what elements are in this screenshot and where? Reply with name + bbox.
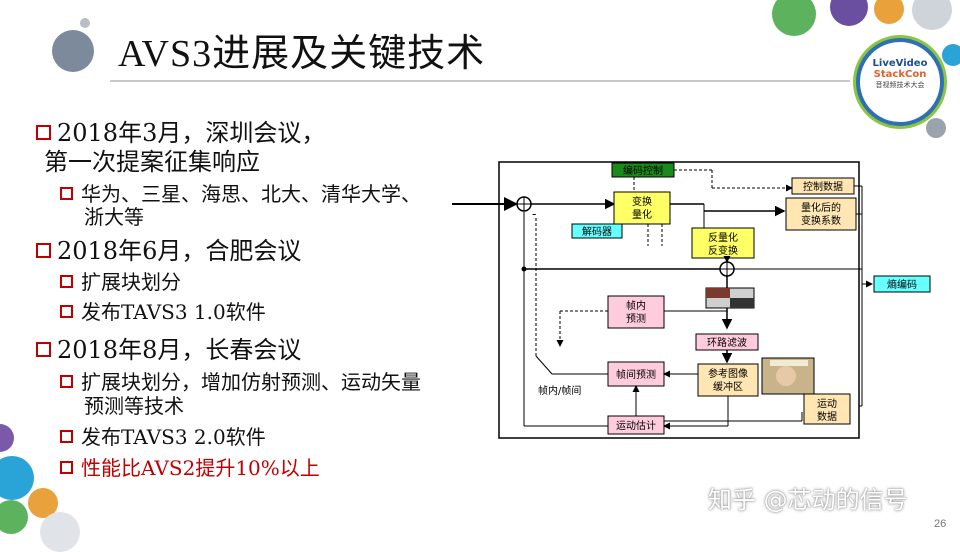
bullet-text: 扩展块划分 (81, 270, 181, 294)
bullet-text: 华为、三星、海思、北大、清华大学、 (81, 182, 421, 206)
bullet-square-icon (60, 461, 73, 474)
inverse-transform-label: 反变换 (708, 244, 738, 257)
bullet-text: 发布TAVS3 1.0软件 (81, 300, 266, 324)
decor-bubble (772, 0, 816, 36)
decoder-box (571, 223, 623, 239)
bullet-text: 2018年3月，深圳会议， (57, 119, 326, 147)
motion-data-label: 运动 (817, 398, 837, 410)
bullet-item: 2018年6月，合肥会议 (36, 231, 301, 266)
conference-logo: LiveVideo StackCon 音视频技术大会 (856, 38, 944, 126)
transform-quant-label: 变换 (632, 195, 652, 208)
reference-buffer-label: 参考图像 (708, 367, 748, 380)
bullet-square-icon (60, 375, 73, 388)
inverse-transform-box (691, 227, 755, 259)
decor-bubble (52, 30, 94, 72)
slide-title: AVS3进展及关键技术 (118, 33, 486, 75)
decor-bubble (0, 456, 34, 500)
encoder-diagram: - 编码控制 变换 量化 控制数据 量化后的 变换系数 解码器 反量化 反变换 … (452, 161, 931, 439)
intra-prediction-label: 帧内 (626, 299, 646, 312)
sub-bullet-item: 扩展块划分，增加仿射预测、运动矢量 (60, 366, 421, 395)
bullet-square-icon (60, 275, 73, 288)
summing-node-icon (516, 196, 532, 212)
logo-text: LiveVideo (872, 58, 928, 69)
sub-bullet-item: 发布TAVS3 1.0软件 (60, 296, 266, 325)
bullet-square-icon (36, 342, 51, 357)
bullet-text: 第一次提案征集响应 (44, 148, 260, 176)
bullet-text: 浙大等 (84, 205, 144, 229)
intra-prediction-label: 预测 (626, 312, 646, 325)
watermark: 知乎 @芯动的信号 (708, 486, 908, 514)
inverse-transform-label: 反量化 (708, 231, 738, 244)
control-data-label: 控制数据 (803, 180, 843, 193)
title-divider (110, 80, 850, 82)
minus-sign: - (532, 207, 536, 221)
bullet-item: 2018年3月，深圳会议， (36, 113, 325, 148)
bullet-text: 预测等技术 (84, 394, 184, 418)
loop-filter-label: 环路滤波 (707, 336, 747, 349)
quant-coeff-label: 量化后的 (801, 201, 841, 214)
bullet-item: 2018年8月，长春会议 (36, 330, 301, 365)
summing-node-icon (719, 261, 735, 277)
decor-bubble (912, 0, 952, 30)
entropy-coding-label: 熵编码 (887, 278, 917, 291)
sub-bullet-item: 发布TAVS3 2.0软件 (60, 421, 266, 450)
quant-coeff-box (785, 197, 857, 231)
inter-prediction-label: 帧间预测 (616, 368, 656, 381)
bullet-square-icon (60, 305, 73, 318)
sub-bullet-item: 性能比AVS2提升10%以上 (60, 452, 320, 481)
motion-data-label: 数据 (817, 410, 837, 423)
decor-bubble (942, 44, 960, 66)
entropy-coding-box (873, 275, 931, 293)
bullet-text: 扩展块划分，增加仿射预测、运动矢量 (81, 370, 421, 394)
bullet-square-icon (36, 125, 51, 140)
decor-bubble (0, 500, 28, 534)
page-number: 26 (934, 518, 947, 530)
decor-bubble (40, 512, 80, 552)
sub-bullet-item: 华为、三星、海思、北大、清华大学、 (60, 178, 421, 207)
decor-bubble (874, 0, 904, 24)
coding-control-label: 编码控制 (623, 164, 663, 177)
transform-quant-box (613, 191, 671, 225)
motion-data-box (803, 393, 851, 425)
bullet-square-icon (60, 430, 73, 443)
bullet-text: 2018年8月，长春会议 (57, 336, 302, 364)
logo-text: StackCon (873, 69, 927, 80)
diagram-frame (498, 161, 860, 439)
bullet-text: 性能比AVS2提升10%以上 (81, 456, 320, 480)
intra-prediction-box (607, 295, 665, 329)
bullet-text: 2018年6月，合肥会议 (57, 237, 302, 265)
reference-buffer-label: 缓冲区 (713, 380, 743, 393)
intra-inter-switch-label: 帧内/帧间 (538, 384, 581, 397)
decor-bubble (80, 18, 90, 28)
logo-text: 音视频技术大会 (875, 81, 925, 89)
motion-estimation-label: 运动估计 (616, 419, 656, 432)
bullet-square-icon (60, 187, 73, 200)
decor-bubble (830, 0, 868, 26)
sub-bullet-item: 扩展块划分 (60, 266, 181, 295)
decoder-label: 解码器 (582, 225, 612, 238)
quant-coeff-label: 变换系数 (801, 214, 841, 227)
bullet-text: 发布TAVS3 2.0软件 (81, 425, 266, 449)
bullet-square-icon (36, 243, 51, 258)
decor-bubble (0, 424, 14, 452)
decor-bubble (926, 118, 946, 138)
transform-quant-label: 量化 (632, 208, 652, 221)
